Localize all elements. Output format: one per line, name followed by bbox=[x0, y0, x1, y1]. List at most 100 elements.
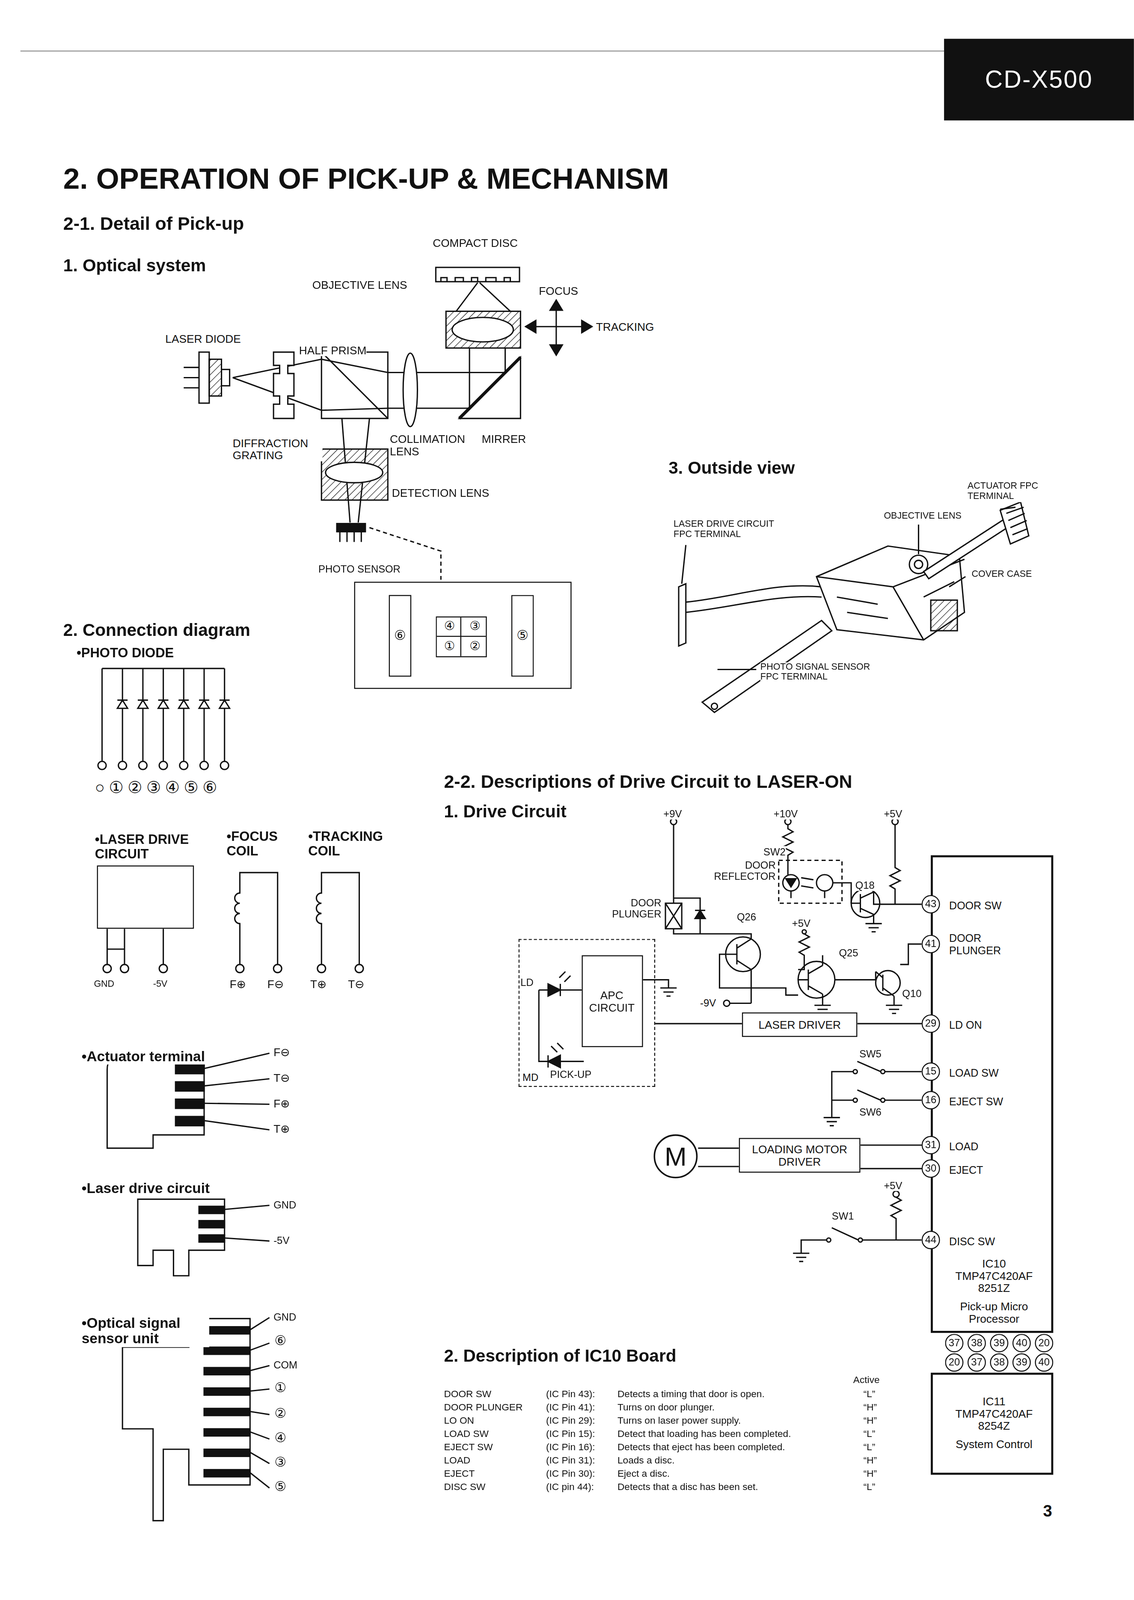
table-cell: “L” bbox=[863, 1389, 876, 1400]
optical-system bbox=[321, 352, 388, 419]
apc-box: APC CIRCUIT bbox=[581, 955, 643, 1048]
drive-circuit bbox=[802, 929, 807, 935]
optical-system bbox=[550, 344, 563, 356]
table-cell: “L” bbox=[863, 1442, 876, 1453]
label: DOOR REFLECTOR bbox=[697, 859, 776, 882]
node-text: ① bbox=[437, 639, 462, 654]
optical-system bbox=[504, 347, 506, 373]
node-text: LOAD bbox=[949, 1140, 979, 1153]
label: LD bbox=[520, 976, 534, 988]
driver-box: LASER DRIVER bbox=[742, 1012, 858, 1037]
drive-circuit bbox=[823, 1117, 841, 1126]
label: •TRACKING COIL bbox=[308, 829, 396, 859]
node-text: EJECT SW bbox=[949, 1095, 1004, 1108]
drive-circuit bbox=[673, 824, 675, 904]
drive-circuit bbox=[665, 903, 682, 930]
optical-system bbox=[403, 353, 418, 427]
drive-circuit bbox=[792, 1253, 810, 1262]
label: •PHOTO DIODE bbox=[76, 646, 174, 661]
node-text: LASER DRIVER bbox=[758, 1018, 841, 1031]
optical-system bbox=[339, 531, 362, 543]
label: Q25 bbox=[838, 946, 858, 959]
drive-circuit bbox=[665, 903, 682, 930]
table-cell: LOAD bbox=[443, 1455, 471, 1467]
node-text: LOADING MOTOR DRIVER bbox=[739, 1142, 860, 1168]
wire-connector bbox=[697, 1147, 739, 1149]
table-cell: Detects that a disc has been set. bbox=[617, 1481, 759, 1493]
drive-circuit bbox=[725, 938, 752, 1004]
coil-symbols bbox=[273, 964, 282, 973]
drive-circuit bbox=[729, 1002, 752, 1004]
outside-view bbox=[1000, 507, 1016, 510]
label: •FOCUS COIL bbox=[226, 829, 292, 859]
optical-system bbox=[183, 366, 199, 369]
coil-symbols bbox=[234, 872, 278, 965]
table-cell: DISC SW bbox=[443, 1481, 486, 1493]
sensor-box: PHOTO SENSOR⑥④③①②⑤ bbox=[354, 581, 572, 689]
sensor-quad: ④③①② bbox=[435, 616, 487, 658]
drive-circuit bbox=[885, 1005, 903, 1014]
optical-system bbox=[325, 462, 383, 483]
drive-circuit bbox=[798, 933, 810, 970]
sensor-segment: ⑤ bbox=[511, 594, 534, 677]
drive-circuit bbox=[858, 1237, 863, 1243]
table-cell: “H” bbox=[863, 1455, 877, 1467]
pin-number: 31 bbox=[921, 1136, 941, 1155]
drive-circuit bbox=[890, 1197, 902, 1241]
optical-system bbox=[387, 407, 470, 409]
connector-drawings bbox=[175, 1064, 205, 1074]
label: T⊖ bbox=[347, 977, 365, 991]
table-cell: “L” bbox=[863, 1428, 876, 1440]
table-cell: EJECT SW bbox=[443, 1442, 493, 1453]
connector-drawings bbox=[122, 1318, 250, 1521]
coil-symbols bbox=[317, 964, 326, 973]
label: ③ bbox=[274, 1455, 287, 1470]
connector-drawings bbox=[204, 1449, 250, 1457]
connector-drawings bbox=[249, 1317, 270, 1488]
label: 2-1. Detail of Pick-up bbox=[63, 214, 244, 235]
optical-system bbox=[183, 267, 592, 580]
label: ① bbox=[274, 1380, 287, 1396]
label: 3. Outside view bbox=[668, 459, 795, 479]
node-text: LOAD SW bbox=[949, 1067, 999, 1080]
table-cell: Detects a timing that door is open. bbox=[617, 1389, 765, 1400]
photo-diode-symbol bbox=[179, 761, 188, 770]
wire-connector bbox=[857, 1023, 931, 1025]
connector-drawings bbox=[175, 1116, 205, 1126]
outside-view bbox=[816, 559, 965, 640]
drive-circuit bbox=[548, 983, 561, 997]
wire-connector bbox=[655, 1023, 743, 1025]
node-text: DOOR SW bbox=[949, 900, 1002, 913]
node-text: ⑥ bbox=[394, 628, 407, 644]
label: OBJECTIVE LENS bbox=[312, 278, 408, 291]
outside-view bbox=[678, 583, 686, 646]
table-cell: “H” bbox=[863, 1468, 877, 1480]
table-cell: (IC Pin 29): bbox=[546, 1415, 596, 1427]
optical-system bbox=[435, 267, 520, 282]
circle-outline bbox=[654, 1135, 697, 1178]
node-text: PHOTO SENSOR bbox=[318, 563, 401, 575]
node-text: DISC SW bbox=[949, 1235, 995, 1248]
drive-circuit bbox=[538, 989, 584, 1062]
label: +10V bbox=[773, 808, 798, 820]
label: HALF PRISM bbox=[299, 344, 367, 357]
table-cell: Eject a disc. bbox=[617, 1468, 670, 1480]
label: ④ bbox=[274, 1430, 287, 1446]
connector-drawings bbox=[198, 1220, 225, 1228]
label: T⊕ bbox=[273, 1122, 290, 1136]
photo-diode-symbol bbox=[97, 761, 107, 770]
table-cell: Turns on door plunger. bbox=[617, 1402, 715, 1414]
outside-view bbox=[717, 668, 757, 671]
pin-number: 39 bbox=[989, 1333, 1009, 1353]
node-text: IC11 TMP47C420AF 8254Z bbox=[951, 1395, 1037, 1433]
outside-view bbox=[711, 703, 718, 710]
outside-view bbox=[949, 576, 966, 588]
ic-box: IC11 TMP47C420AF 8254ZSystem Control bbox=[930, 1372, 1054, 1476]
label: •Laser drive circuit bbox=[81, 1180, 210, 1197]
pin-number: 37 bbox=[967, 1353, 986, 1372]
connector-drawings bbox=[204, 1347, 250, 1355]
drive-circuit bbox=[865, 923, 882, 932]
outside-view bbox=[930, 599, 958, 631]
optical-system bbox=[440, 277, 511, 283]
drive-circuit bbox=[694, 910, 706, 919]
